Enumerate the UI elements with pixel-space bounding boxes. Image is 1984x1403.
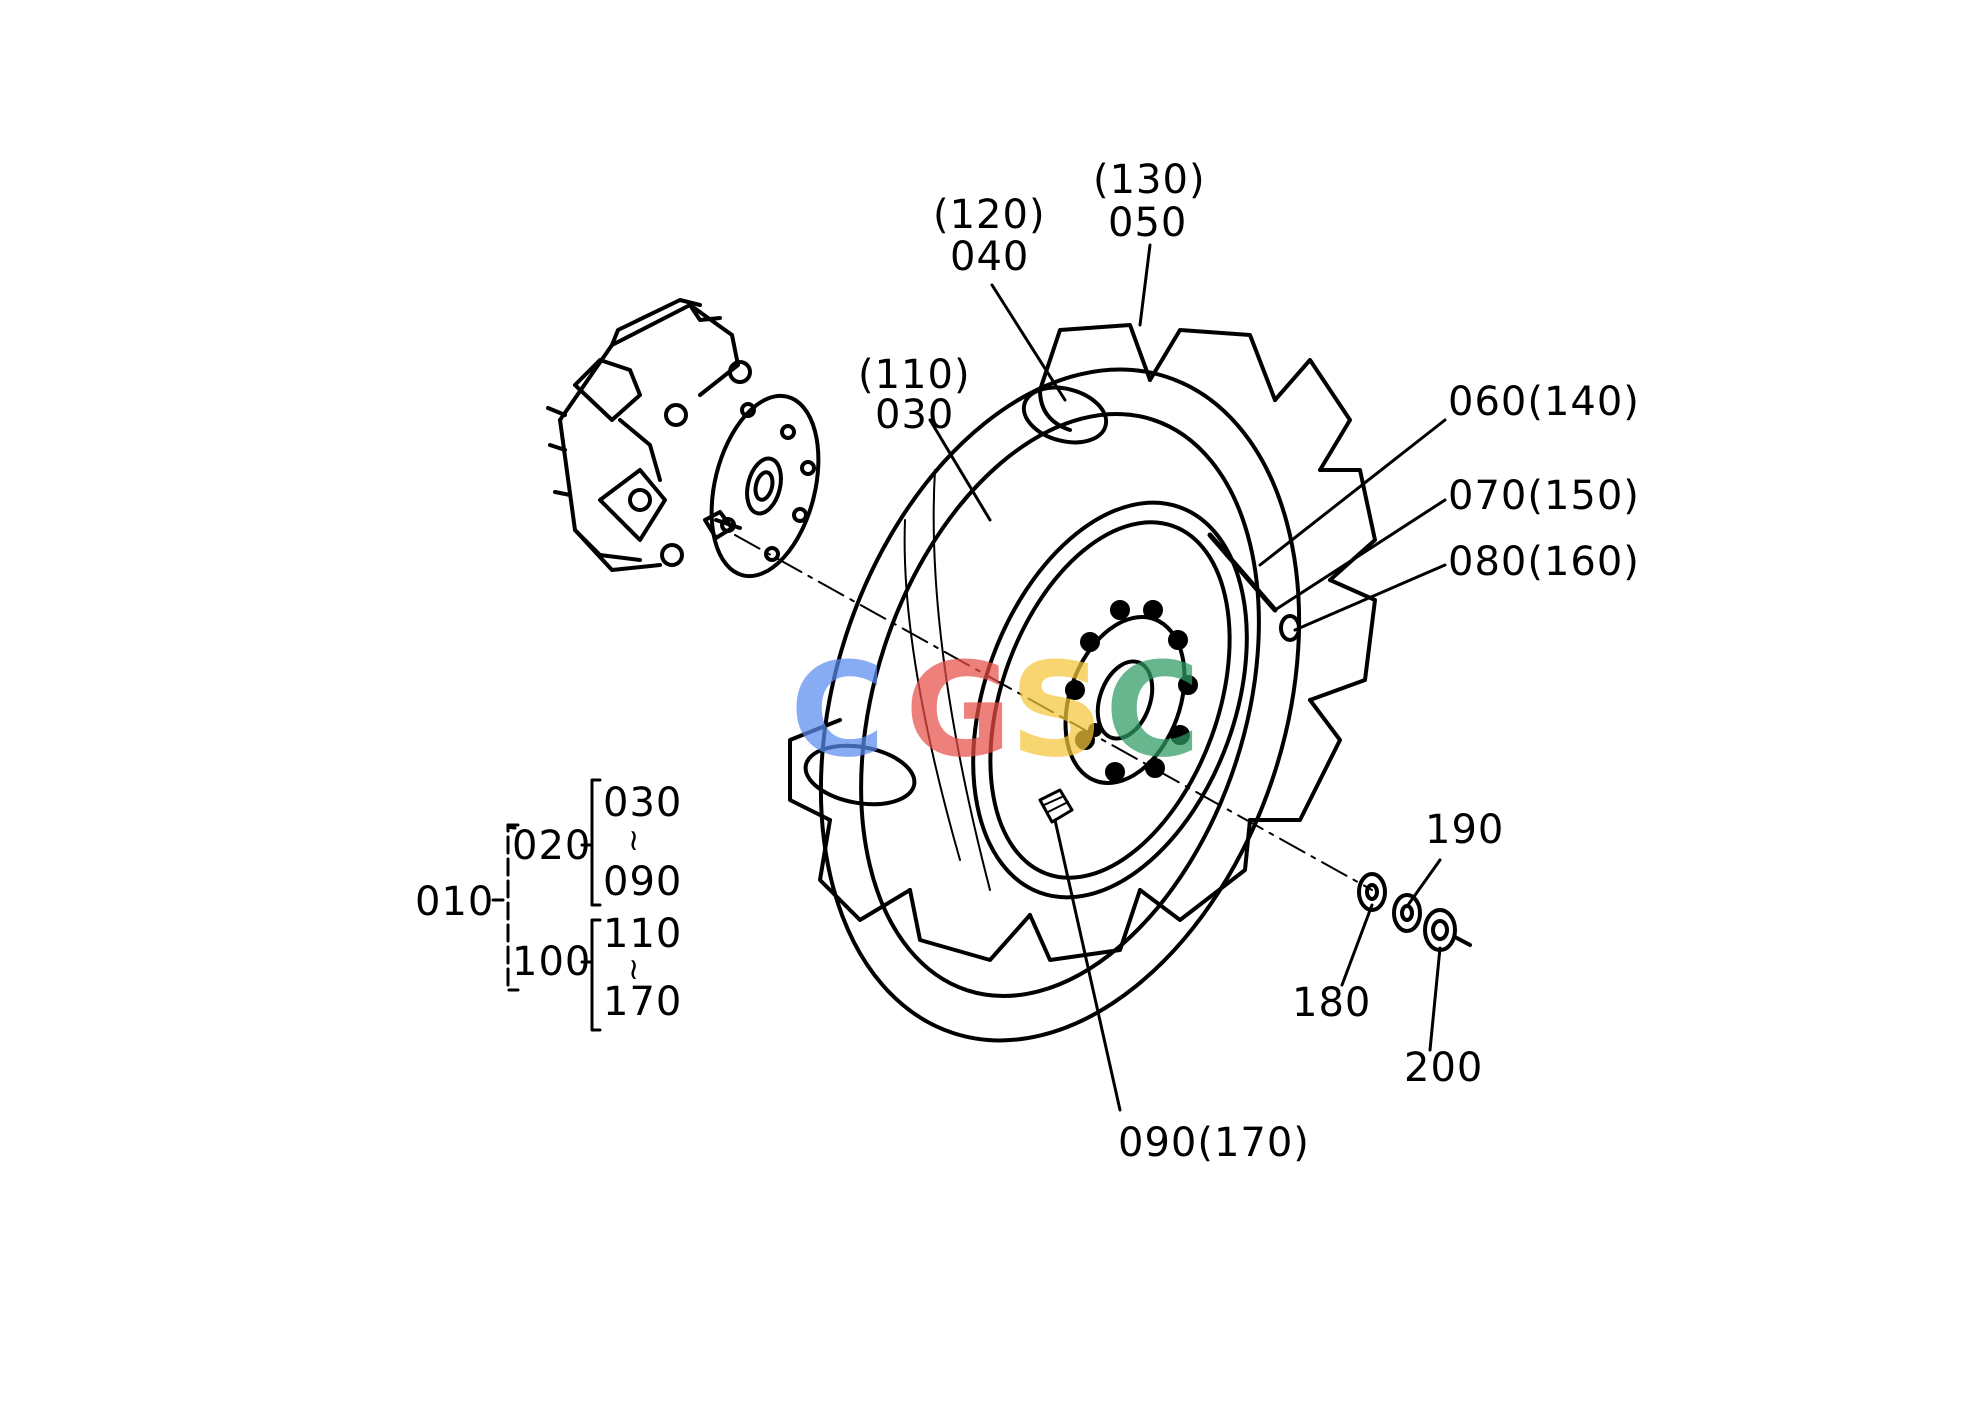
callout-200: 200 (1404, 1045, 1484, 1091)
callout-040: 040 (950, 234, 1030, 280)
tree-group-1: 020 (512, 823, 592, 869)
callout-090: 090(170) (1118, 1120, 1310, 1166)
tree-group-2-to: 170 (603, 979, 683, 1025)
parts-tree (491, 778, 602, 1032)
callout-180: 180 (1292, 980, 1372, 1026)
wheel-disc (971, 500, 1301, 900)
tree-group-1-from: 030 (603, 780, 683, 826)
watermark-letter-1: C (790, 634, 886, 786)
axle-centre-line (734, 534, 1373, 891)
callout-070: 070(150) (1448, 473, 1640, 519)
callout-130: (130) (1093, 157, 1206, 203)
callout-110: (110) (858, 352, 971, 398)
watermark-letter-3: S (1010, 634, 1104, 786)
tree-root: 010 (415, 879, 495, 925)
callout-190: 190 (1425, 807, 1505, 853)
watermark-letter-4: C (1105, 634, 1201, 786)
tree-group-1-to: 090 (603, 859, 683, 905)
tree-group-2-range-mark: ≀ (628, 952, 641, 987)
watermark-letter-2: G (905, 634, 1012, 786)
callout-060: 060(140) (1448, 379, 1640, 425)
callout-050: 050 (1108, 200, 1188, 246)
axle-housing (546, 298, 821, 579)
leader-lines (928, 243, 1447, 1112)
tire (788, 323, 1377, 1043)
tree-group-1-range-mark: ≀ (628, 823, 641, 858)
callout-120: (120) (933, 192, 1046, 238)
fasteners (1357, 872, 1472, 952)
callout-080: 080(160) (1448, 539, 1640, 585)
tree-group-2-from: 110 (603, 911, 683, 957)
callout-030: 030 (875, 392, 955, 438)
tree-group-2: 100 (512, 939, 592, 985)
